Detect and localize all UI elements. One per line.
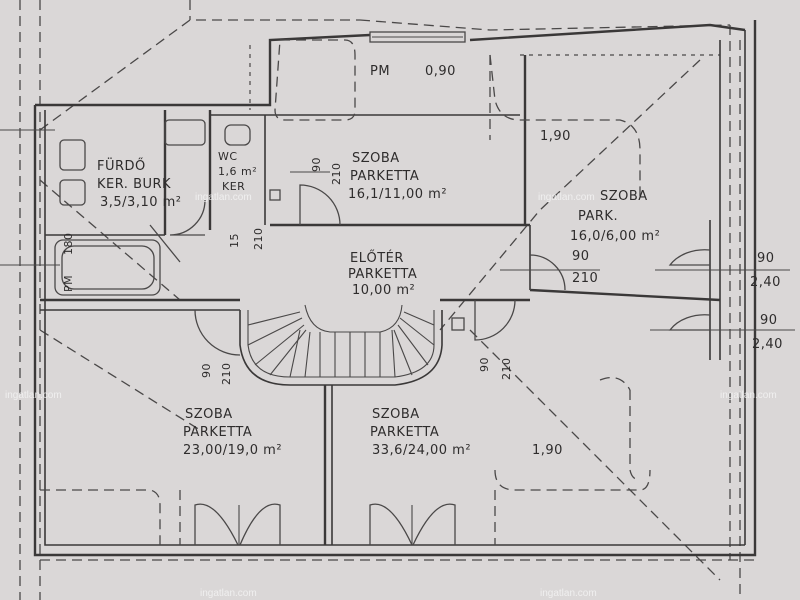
room-outlines bbox=[40, 39, 651, 545]
dimension-lines bbox=[0, 129, 795, 331]
outer-walls bbox=[33, 20, 757, 557]
room-big-name: SZOBA bbox=[372, 407, 420, 422]
room-big-floor: PARKETTA bbox=[370, 425, 439, 440]
bathroom-name: FÜRDŐ bbox=[97, 157, 146, 174]
wc-door-b: 210 bbox=[252, 228, 265, 251]
watermark-1: ingatlan.com bbox=[195, 192, 252, 203]
room-small-name: SZOBA bbox=[352, 151, 400, 166]
hall-area: 10,00 m² bbox=[352, 283, 415, 298]
watermark-5: ingatlan.com bbox=[200, 588, 257, 599]
room-left-name: SZOBA bbox=[185, 407, 233, 422]
watermark-3: ingatlan.com bbox=[5, 390, 62, 401]
watermark-2: ingatlan.com bbox=[538, 192, 595, 203]
wc-door-a: 15 bbox=[228, 233, 241, 248]
spiral-stairs bbox=[239, 304, 443, 386]
watermark-4: ingatlan.com bbox=[720, 390, 777, 401]
hall-door-h: 210 bbox=[572, 271, 598, 286]
hall-door: 90 bbox=[572, 249, 590, 264]
room-left-door-h: 210 bbox=[220, 363, 233, 386]
room-small-floor: PARKETTA bbox=[350, 169, 419, 184]
window-right-2-top: 90 bbox=[760, 313, 778, 328]
hall-name: ELŐTÉR bbox=[350, 250, 404, 266]
bathroom-pm: PM bbox=[62, 275, 75, 292]
room-right-name: SZOBA bbox=[600, 189, 648, 204]
room-right-area: 16,0/6,00 m² bbox=[570, 229, 660, 244]
room-big-door-h: 210 bbox=[500, 358, 513, 381]
labels: PM 0,90 FÜRDŐ KER. BURK 3,5/3,10 m² 180 … bbox=[62, 64, 783, 458]
room-left-area: 23,00/19,0 m² bbox=[183, 443, 282, 458]
room-right-floor: PARK. bbox=[578, 209, 618, 224]
room-small-door-h: 210 bbox=[330, 163, 343, 186]
window-right-1-top: 90 bbox=[757, 251, 775, 266]
window-right-2-bottom: 2,40 bbox=[752, 337, 783, 352]
watermarks: ingatlan.com ingatlan.com ingatlan.com i… bbox=[5, 192, 777, 599]
doors bbox=[149, 184, 711, 546]
room-small-door: 90 bbox=[310, 157, 323, 172]
room-left-door: 90 bbox=[200, 363, 213, 378]
room-big-area: 33,6/24,00 m² bbox=[372, 443, 471, 458]
hall-floor: PARKETTA bbox=[348, 267, 417, 282]
room-big-dim: 1,90 bbox=[532, 443, 563, 458]
wc-area: 1,6 m² bbox=[218, 165, 257, 178]
window-right-1-bottom: 2,40 bbox=[750, 275, 781, 290]
bathroom-dim: 180 bbox=[62, 233, 75, 256]
room-big-door: 90 bbox=[478, 357, 491, 372]
room-small-area: 16,1/11,00 m² bbox=[348, 187, 447, 202]
bathroom-fixtures bbox=[54, 119, 465, 331]
watermark-6: ingatlan.com bbox=[540, 588, 597, 599]
wc-floor: KER bbox=[222, 180, 245, 193]
top-window bbox=[369, 31, 466, 43]
roof-lines bbox=[19, 0, 760, 600]
room-right-dim: 1,90 bbox=[540, 129, 571, 144]
pm-label-top: PM bbox=[370, 64, 390, 79]
bathroom-area: 3,5/3,10 m² bbox=[100, 195, 182, 210]
window-dim-top: 0,90 bbox=[425, 64, 456, 79]
room-left-floor: PARKETTA bbox=[183, 425, 252, 440]
bathroom-floor: KER. BURK bbox=[97, 177, 171, 192]
wc-name: WC bbox=[218, 150, 238, 163]
